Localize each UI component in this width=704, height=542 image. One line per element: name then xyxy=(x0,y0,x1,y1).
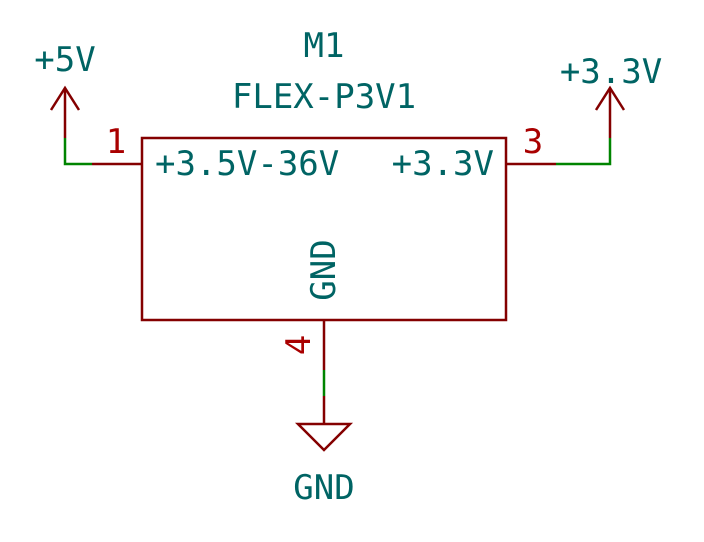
pin-gnd-name: GND xyxy=(304,239,344,300)
ground-label: GND xyxy=(293,468,354,508)
pin-vin-name: +3.5V-36V xyxy=(155,144,339,184)
component-reference: M1 xyxy=(304,26,345,66)
pin-1-number: 1 xyxy=(106,122,126,162)
power-symbol-3v3[interactable] xyxy=(594,85,626,138)
pin-4-number: 4 xyxy=(279,335,319,355)
component-value: FLEX-P3V1 xyxy=(232,77,416,117)
ground-symbol[interactable] xyxy=(294,396,354,452)
wire-vin[interactable] xyxy=(63,138,92,166)
power-symbol-5v[interactable] xyxy=(49,85,81,138)
power-label-3v3: +3.3V xyxy=(560,52,662,92)
power-label-5v: +5V xyxy=(34,40,95,80)
pin-3-number: 3 xyxy=(523,122,543,162)
pin-vout-name: +3.3V xyxy=(392,144,494,184)
wire-vout[interactable] xyxy=(556,138,612,166)
